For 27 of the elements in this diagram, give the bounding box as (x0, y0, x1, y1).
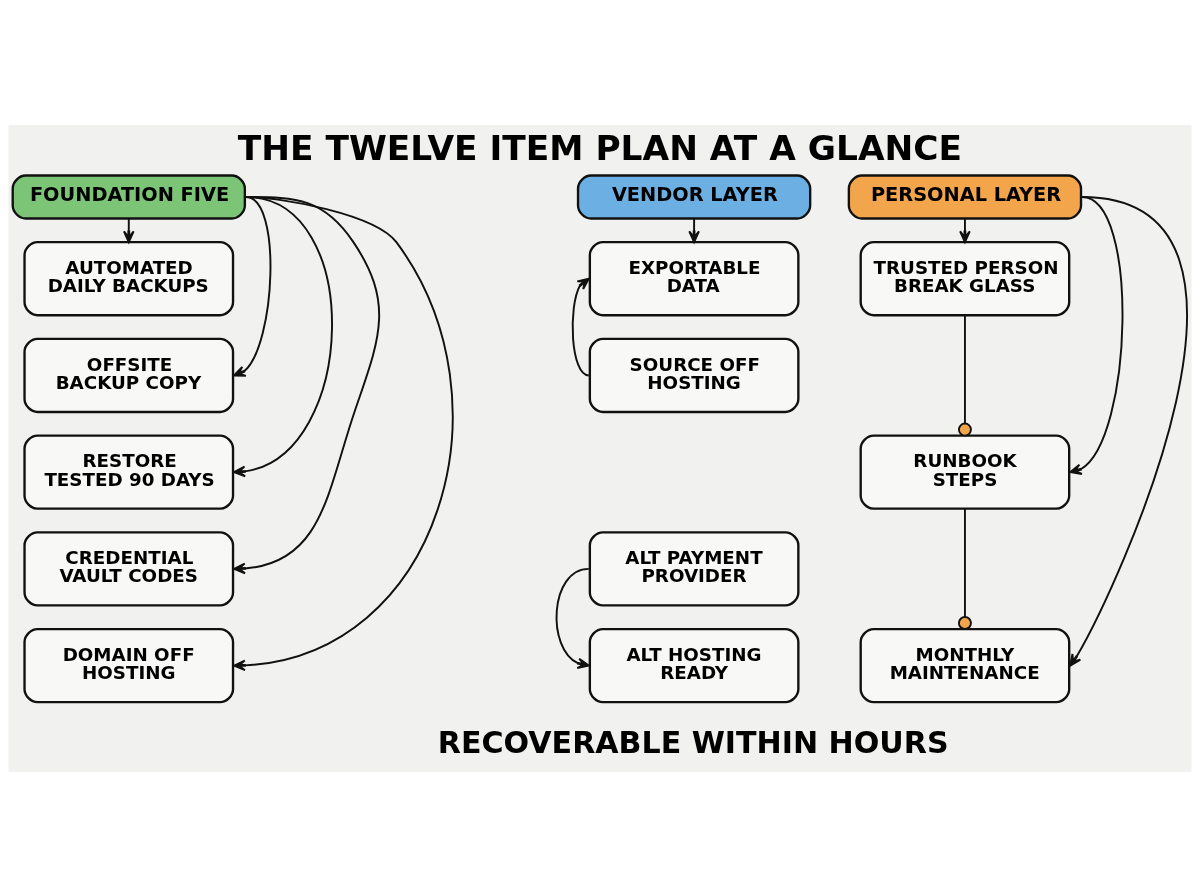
connector (957, 507, 972, 630)
node-box: AUTOMATED DAILY BACKUPS (23, 240, 235, 316)
node-box: FOUNDATION FIVE (11, 173, 247, 220)
node-box: ALT PAYMENT PROVIDER (588, 530, 800, 607)
node-box: ALT HOSTING READY (588, 627, 800, 703)
node-box: VENDOR LAYER (576, 173, 812, 220)
node-box: EXPORTABLE DATA (588, 240, 800, 316)
node-box: OFFSITE BACKUP COPY (23, 337, 235, 413)
node-box: DOMAIN OFF HOSTING (23, 627, 235, 703)
arrow (1069, 195, 1188, 667)
node-box: SOURCE OFF HOSTING (588, 337, 800, 413)
node-box: RESTORE TESTED 90 DAYS (23, 433, 235, 510)
node-box: PERSONAL LAYER (847, 173, 1083, 220)
arrow (1069, 195, 1124, 475)
node-box: TRUSTED PERSON BREAK GLASS (859, 240, 1071, 316)
node-box: RUNBOOK STEPS (859, 433, 1071, 510)
arrow (233, 195, 454, 671)
node-box: MONTHLY MAINTENANCE (859, 627, 1071, 703)
diagram-title: THE TWELVE ITEM PLAN AT A GLANCE (237, 127, 963, 168)
arrow (233, 195, 272, 377)
arrow (233, 195, 381, 574)
arrow (555, 567, 590, 669)
arrow (571, 277, 590, 376)
connector (957, 313, 972, 437)
caption: RECOVERABLE WITHIN HOURS (437, 724, 949, 760)
node-box: CREDENTIAL VAULT CODES (23, 530, 235, 607)
arrow (233, 195, 333, 477)
